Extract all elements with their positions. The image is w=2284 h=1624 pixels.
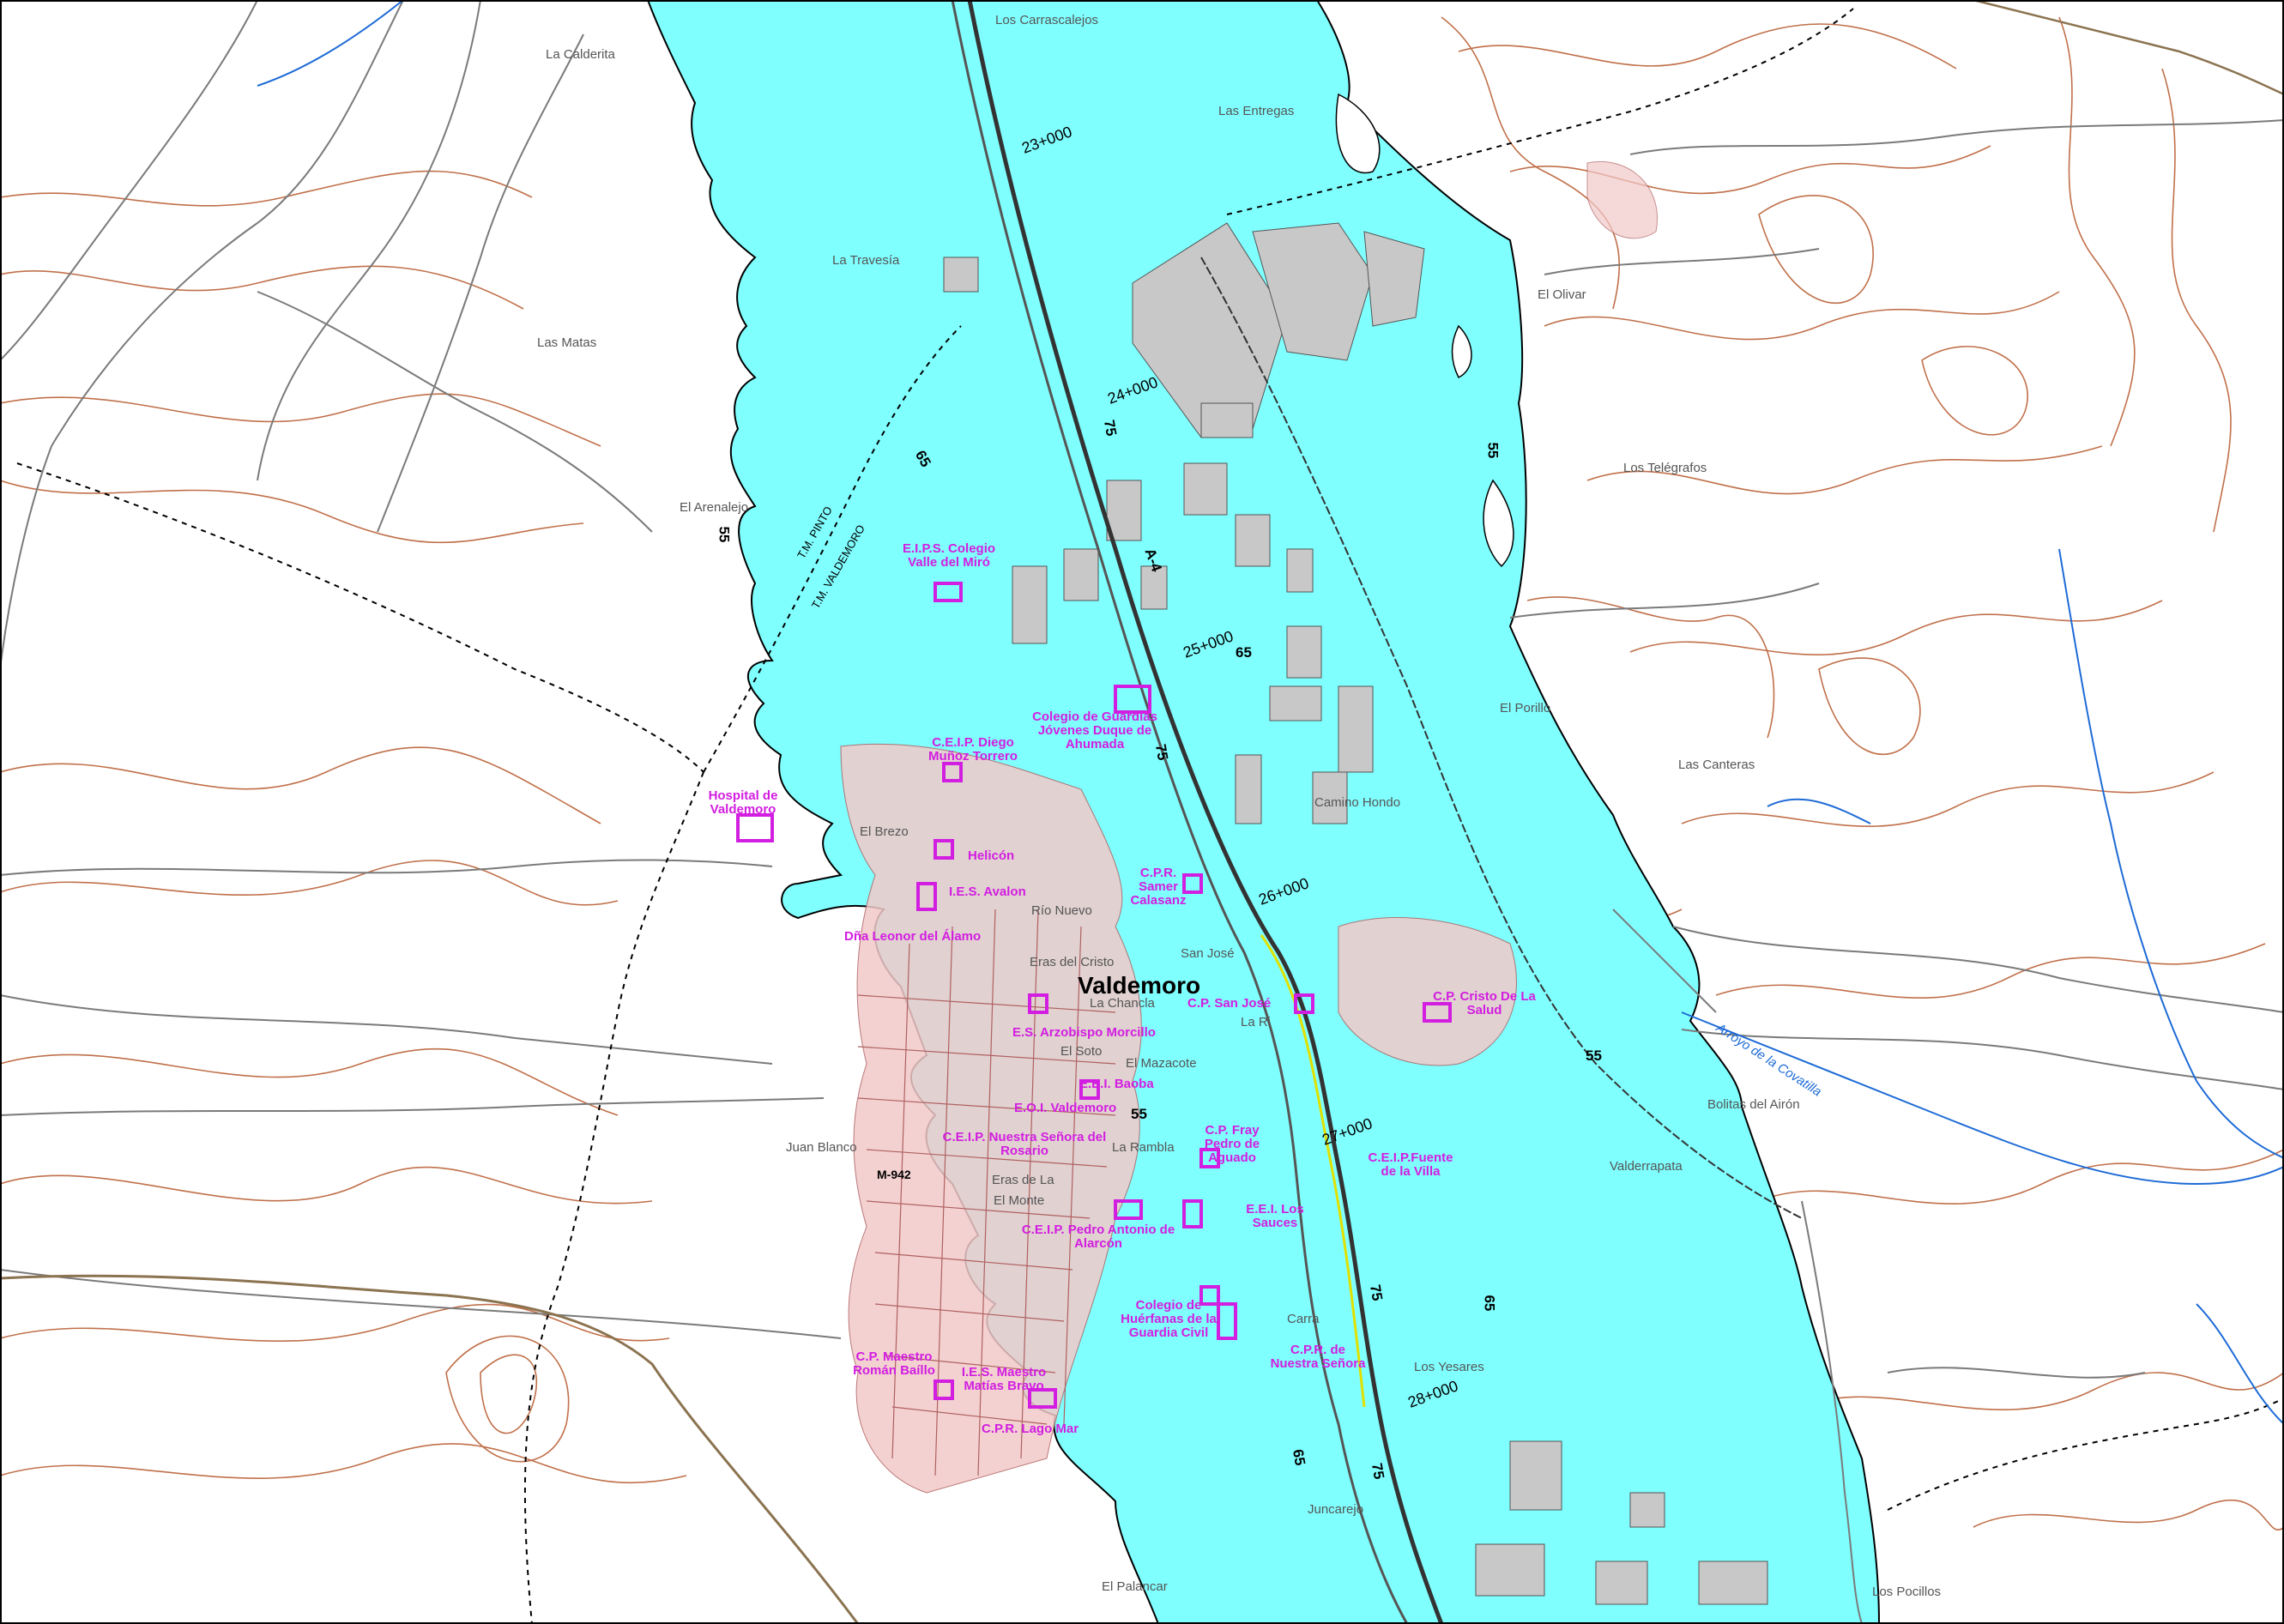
school-label[interactable]: C.E.I.P. Nuestra Señora del Rosario xyxy=(942,1130,1107,1158)
buildings xyxy=(943,222,1768,1605)
place-label: Los Pocillos xyxy=(1872,1585,1942,1599)
school-label[interactable]: I.E.S. Avalon xyxy=(949,884,1026,899)
place-label: El Arenalejo xyxy=(680,500,749,515)
urban-area-north xyxy=(1586,161,1658,239)
contour-label: 65 xyxy=(1481,1295,1498,1312)
school-label[interactable]: Colegio de Guardias Jóvenes Duque de Ahu… xyxy=(1032,709,1157,752)
place-label: Río Nuevo xyxy=(1031,903,1092,918)
place-label: La Travesía xyxy=(832,253,900,268)
place-label: Juncarejo xyxy=(1308,1502,1364,1517)
contour-label: 55 xyxy=(1484,442,1502,459)
contour-label: 75 xyxy=(1368,1461,1387,1481)
town-label[interactable]: Valdemoro xyxy=(1078,972,1201,999)
urban-area-east xyxy=(1338,917,1517,1066)
school-label[interactable]: C.P. Cristo De La Salud xyxy=(1433,989,1536,1017)
school-label[interactable]: E.E.I. Los Sauces xyxy=(1246,1202,1304,1230)
school-label[interactable]: Helicón xyxy=(968,848,1015,863)
school-label[interactable]: C.P. Fray Pedro de Aguado xyxy=(1204,1123,1260,1165)
school-markers xyxy=(736,582,1452,1409)
school-label[interactable]: C.P.R. Lago Mar xyxy=(982,1422,1079,1436)
place-label: Las Canteras xyxy=(1678,758,1755,772)
place-label: El Porillo xyxy=(1500,701,1551,715)
place-label: Valderrapata xyxy=(1610,1159,1683,1174)
road-label-m942[interactable]: M-942 xyxy=(877,1168,911,1181)
school-label[interactable]: C.E.I.P. Pedro Antonio de Alarcón xyxy=(1021,1223,1175,1251)
place-label: La Chancla xyxy=(1090,996,1155,1011)
contour-label: 55 xyxy=(1131,1106,1147,1122)
urban-area xyxy=(840,743,1142,1494)
contour-label: 75 xyxy=(1151,742,1171,762)
place-label: El Monte xyxy=(994,1193,1045,1208)
school-label[interactable]: I.E.S. Maestro Matías Bravo xyxy=(961,1365,1047,1393)
school-label[interactable]: C.P.R. de Nuestra Señora xyxy=(1270,1343,1366,1371)
place-label: San José xyxy=(1181,946,1235,961)
school-label[interactable]: Dña Leonor del Álamo xyxy=(844,929,982,944)
school-label[interactable]: E.O.I. Valdemoro xyxy=(1014,1101,1117,1115)
school-label[interactable]: C.E.I.P.Fuente de la Villa xyxy=(1368,1150,1453,1179)
contour-label: 55 xyxy=(716,526,733,543)
school-label[interactable]: Colegio de Huérfanas de la Guardia Civil xyxy=(1121,1298,1217,1340)
street-grid xyxy=(857,909,1116,1476)
school-label[interactable]: E.E.I. Baoba xyxy=(1079,1077,1154,1091)
school-label[interactable]: C.P. Maestro Román Baíllo xyxy=(853,1349,935,1378)
place-label: Juan Blanco xyxy=(786,1140,857,1155)
contour-label: 75 xyxy=(1100,418,1120,438)
place-label: La Rambla xyxy=(1112,1140,1175,1155)
contour-lines xyxy=(0,16,2284,1530)
place-label: Bolitas del Airón xyxy=(1707,1097,1800,1112)
place-label: El Palancar xyxy=(1102,1579,1168,1594)
place-label: Eras del Cristo xyxy=(1030,955,1115,969)
local-road-east xyxy=(1973,0,2284,96)
dry-islands xyxy=(1335,93,1514,568)
contour-label: 65 xyxy=(1289,1447,1308,1467)
place-label: Las Entregas xyxy=(1218,104,1295,118)
railway xyxy=(967,0,1444,1624)
place-label: Las Matas xyxy=(537,335,597,350)
place-label: La Ri xyxy=(1241,1015,1272,1029)
place-label: Los Telégrafos xyxy=(1623,461,1707,475)
school-label[interactable]: Hospital de Valdemoro xyxy=(708,788,778,817)
place-label: El Mazacote xyxy=(1126,1056,1197,1071)
contour-label: 65 xyxy=(1236,644,1252,661)
highway-a4[interactable] xyxy=(951,0,1409,1624)
place-label: El Brezo xyxy=(860,824,909,839)
place-label: La Calderita xyxy=(546,47,615,62)
admin-boundary xyxy=(16,8,2284,1624)
rail-secondary xyxy=(1200,257,1803,1219)
contour-label: 75 xyxy=(1366,1283,1386,1302)
school-label[interactable]: C.E.I.P. Diego Muñoz Torrero xyxy=(928,735,1018,764)
place-label: Los Yesares xyxy=(1414,1360,1484,1374)
place-label: El Soto xyxy=(1060,1044,1103,1059)
river[interactable] xyxy=(257,0,2284,1425)
place-label: Los Carrascalejos xyxy=(995,13,1099,27)
contour-label: 55 xyxy=(1586,1047,1602,1064)
place-label: Eras de La xyxy=(992,1173,1054,1187)
school-label[interactable]: E.S. Arzobispo Morcillo xyxy=(1012,1025,1156,1040)
place-label: El Olivar xyxy=(1538,287,1586,302)
local-road-south xyxy=(0,1274,860,1624)
school-label[interactable]: C.P. San José xyxy=(1187,996,1272,1011)
place-label: Carra xyxy=(1287,1312,1320,1326)
place-label: Camino Hondo xyxy=(1314,795,1401,810)
school-label[interactable]: C.P.R. Samer Calasanz xyxy=(1130,866,1187,908)
school-label[interactable]: E.I.P.S. Colegio Valle del Miró xyxy=(902,541,996,570)
